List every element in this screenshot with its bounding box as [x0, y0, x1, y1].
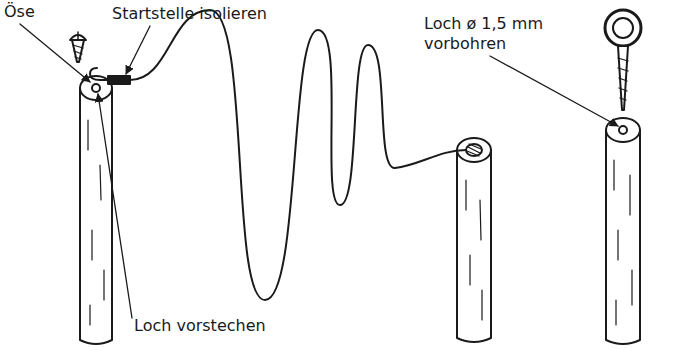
leader-lines — [20, 24, 618, 318]
left-stick — [80, 76, 112, 344]
insulation — [108, 76, 130, 84]
note-label: Loch vorstechen — [134, 316, 266, 336]
note-label: Startstelle isolieren — [112, 4, 267, 24]
screw — [70, 32, 86, 62]
part-label: Öse — [4, 2, 35, 22]
wood-grain — [88, 120, 632, 325]
note-label: Loch ø 1,5 mm vorbohren — [424, 14, 544, 54]
eye-screw — [605, 10, 641, 110]
wire — [130, 10, 466, 300]
right-stick — [606, 118, 640, 344]
middle-stick — [457, 138, 491, 342]
